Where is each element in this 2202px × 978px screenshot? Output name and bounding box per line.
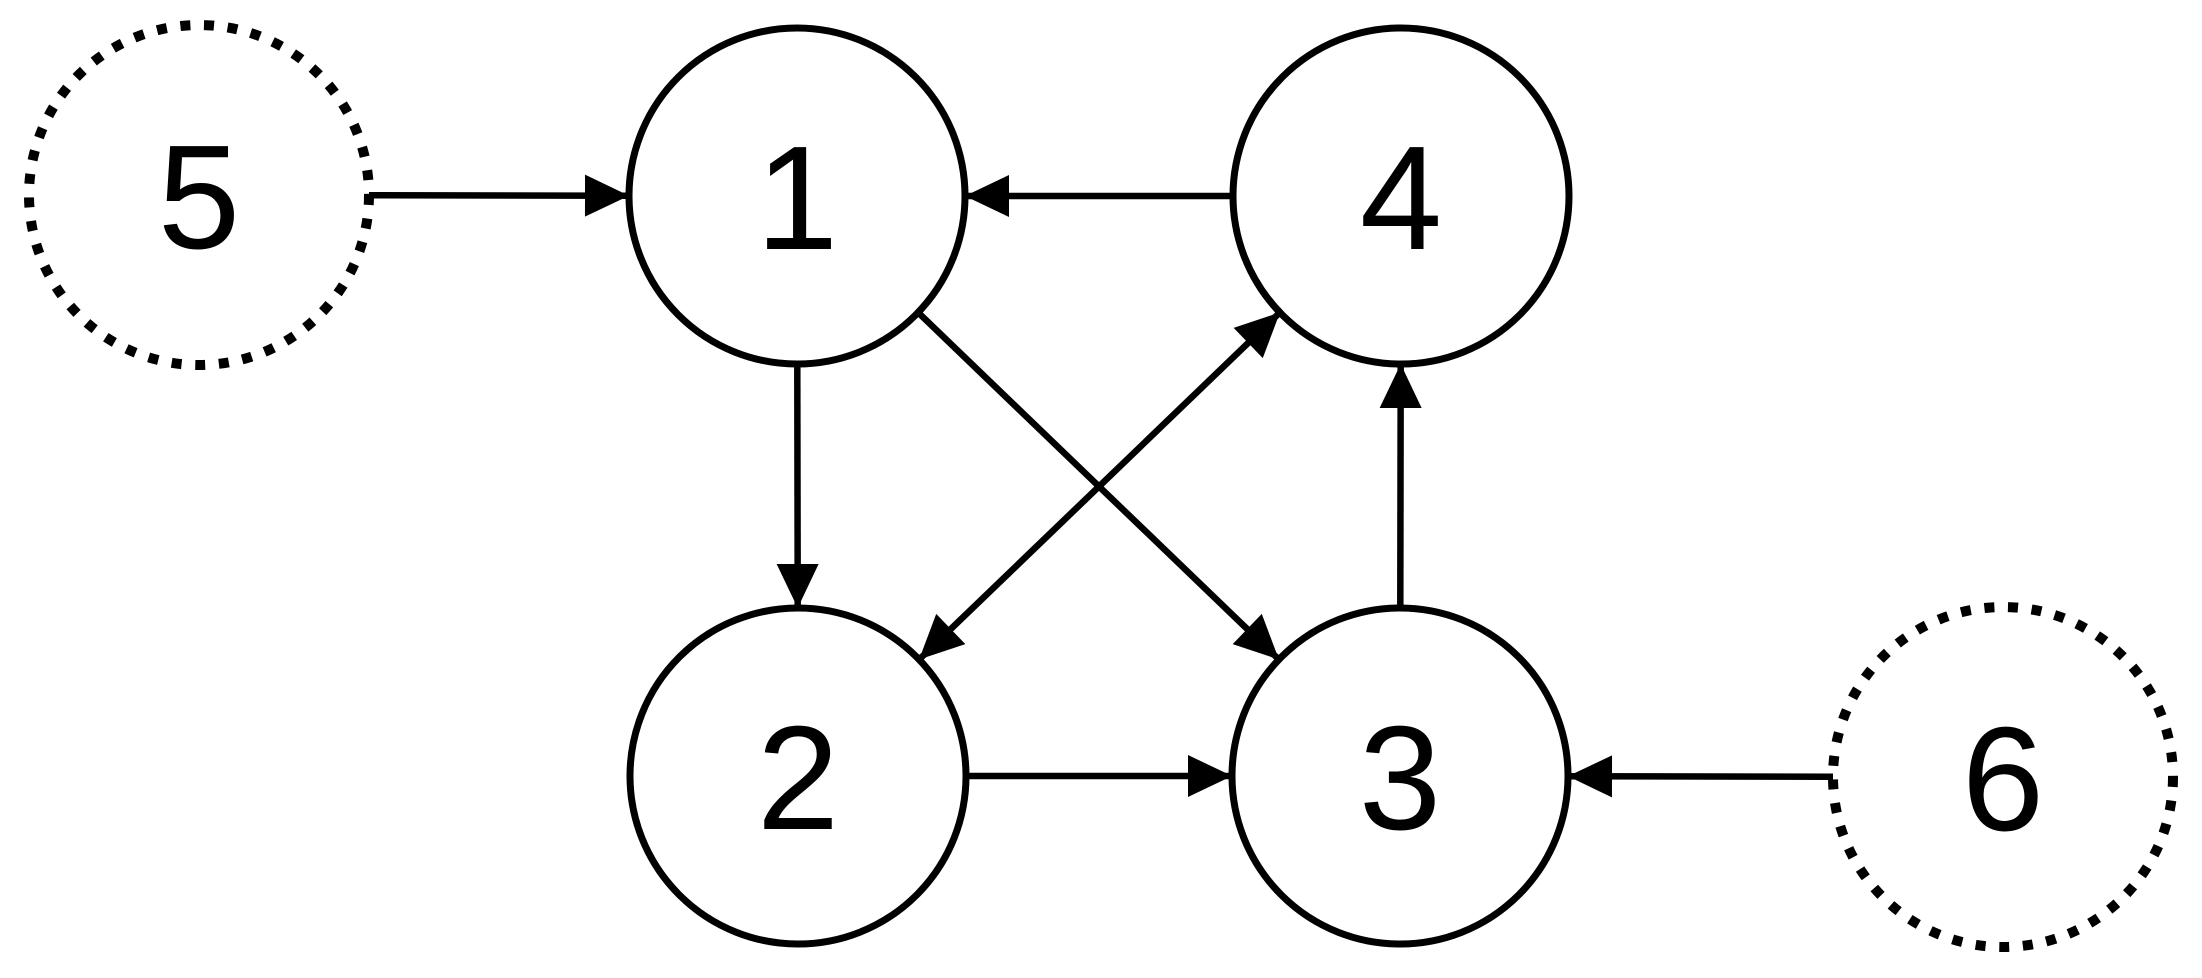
arrowhead — [1233, 312, 1280, 359]
node-6: 6 — [1828, 602, 2178, 952]
edge-1-to-2 — [776, 363, 819, 609]
node-1: 1 — [625, 24, 969, 368]
edge-5-to-1 — [368, 174, 630, 217]
node-5-label: 5 — [158, 115, 240, 280]
node-4-label: 4 — [1360, 116, 1442, 281]
arrowhead — [1188, 755, 1232, 797]
node-1-label: 1 — [756, 116, 838, 281]
node-6-label: 6 — [1962, 697, 2044, 862]
edge-4-to-1 — [965, 175, 1233, 217]
arrowhead — [1379, 363, 1422, 409]
node-6-circle — [1828, 602, 2178, 952]
edge-2-to-3 — [966, 755, 1232, 797]
node-5: 5 — [24, 20, 374, 370]
node-4-circle — [1229, 24, 1573, 368]
node-2-circle — [626, 604, 970, 948]
edge-2-to-4 — [916, 310, 1283, 662]
node-3-circle — [1228, 604, 1572, 948]
arrowhead — [776, 563, 819, 609]
arrowhead — [965, 175, 1009, 217]
arrowhead — [1567, 755, 1613, 798]
node-3: 3 — [1228, 604, 1572, 948]
arrowhead — [584, 174, 630, 217]
arrowhead — [919, 613, 966, 660]
node-4: 4 — [1229, 24, 1573, 368]
edge-6-to-3 — [1567, 755, 1834, 798]
node-2-label: 2 — [757, 696, 839, 861]
arrowhead — [1232, 613, 1279, 660]
edge-line — [916, 310, 1283, 662]
edge-3-to-4 — [1379, 363, 1422, 609]
node-5-circle — [24, 20, 374, 370]
node-2: 2 — [626, 604, 970, 948]
node-1-circle — [625, 24, 969, 368]
node-3-label: 3 — [1359, 696, 1441, 861]
